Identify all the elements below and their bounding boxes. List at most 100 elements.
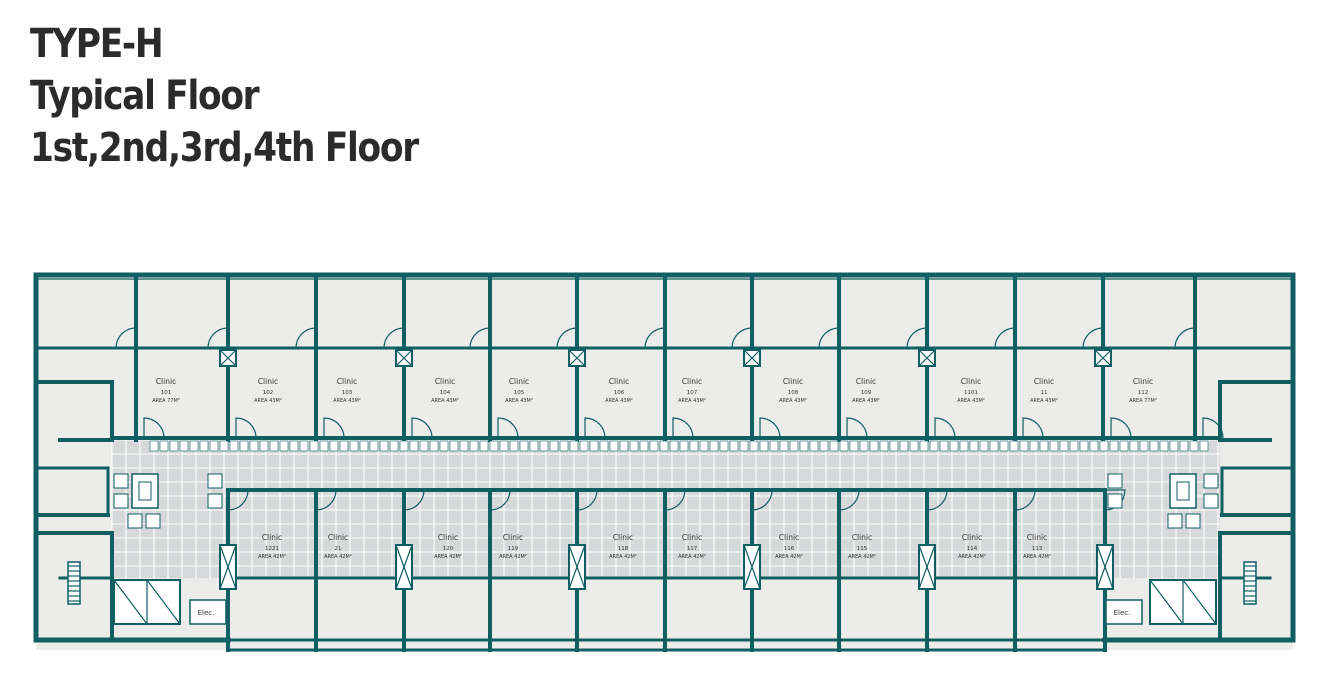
unit-number: 106: [614, 390, 625, 396]
corridor-window: [819, 440, 829, 452]
corridor-window: [789, 440, 799, 452]
corridor-window: [779, 440, 789, 452]
corridor-window: [519, 440, 529, 452]
shaft-cross: [568, 544, 586, 590]
unit-area: AREA 42M²: [499, 554, 527, 560]
door-swing: [838, 489, 860, 511]
unit-number: 114: [967, 546, 978, 552]
unit-name: Clinic: [258, 377, 278, 386]
unit-area: AREA 43M²: [254, 398, 282, 404]
unit-number: 21: [335, 546, 342, 552]
corridor-window: [1079, 440, 1089, 452]
corridor-window: [229, 440, 239, 452]
unit-area: AREA 43M²: [678, 398, 706, 404]
unit-area: AREA 77M²: [152, 398, 180, 404]
door-swing: [411, 417, 433, 439]
corridor-window: [909, 440, 919, 452]
unit-name: Clinic: [682, 377, 702, 386]
door-swing: [906, 327, 928, 349]
corridor-window: [839, 440, 849, 452]
unit-number: 117: [687, 546, 698, 552]
unit-name: Clinic: [1133, 377, 1153, 386]
corridor-window: [489, 440, 499, 452]
staircase: [1243, 561, 1257, 605]
seat: [113, 473, 129, 489]
unit-number: 118: [618, 546, 629, 552]
corridor-window: [199, 440, 209, 452]
corridor-window: [829, 440, 839, 452]
corridor-window: [319, 440, 329, 452]
corridor-window: [749, 440, 759, 452]
lift-inner: [138, 481, 152, 501]
unit-number: 109: [861, 390, 872, 396]
door-swing: [323, 417, 345, 439]
corridor-window: [239, 440, 249, 452]
elevator-cross: [146, 579, 181, 625]
corridor-window: [689, 440, 699, 452]
corridor-window: [1119, 440, 1129, 452]
corridor-window: [1189, 440, 1199, 452]
corridor-window: [1019, 440, 1029, 452]
corridor-window: [289, 440, 299, 452]
unit-number: 105: [514, 390, 525, 396]
elec-label: Elec.: [1114, 609, 1131, 617]
seat: [113, 493, 129, 509]
door-swing: [489, 489, 511, 511]
corridor-window: [449, 440, 459, 452]
corridor-window: [479, 440, 489, 452]
door-swing: [664, 489, 686, 511]
door-swing: [1022, 417, 1044, 439]
shaft-cross: [395, 349, 413, 367]
unit-area: AREA 77M²: [1129, 398, 1157, 404]
corridor-window: [309, 440, 319, 452]
electrical-room-right: [1105, 599, 1143, 625]
unit-number: 116: [784, 546, 795, 552]
corridor-window: [329, 440, 339, 452]
corridor-window: [1149, 440, 1159, 452]
unit-number: 11: [1041, 390, 1048, 396]
corridor-window: [389, 440, 399, 452]
corridor-window: [439, 440, 449, 452]
shaft-cross: [395, 544, 413, 590]
corridor-window: [1129, 440, 1139, 452]
corridor-window: [349, 440, 359, 452]
unit-name: Clinic: [435, 377, 455, 386]
corridor-window: [299, 440, 309, 452]
corridor-window: [979, 440, 989, 452]
unit-number: 104: [440, 390, 451, 396]
door-swing: [644, 327, 666, 349]
unit-number: 115: [857, 546, 868, 552]
unit-area: AREA 43M²: [431, 398, 459, 404]
unit-area: AREA 42M²: [434, 554, 462, 560]
door-swing: [576, 489, 598, 511]
corridor-window: [899, 440, 909, 452]
corridor-window: [179, 440, 189, 452]
seat: [127, 513, 143, 529]
unit-name: Clinic: [337, 377, 357, 386]
corridor-window: [369, 440, 379, 452]
unit-area: AREA 42M²: [258, 554, 286, 560]
unit-name: Clinic: [1027, 533, 1047, 542]
lift-inner: [1176, 481, 1190, 501]
corridor-window: [809, 440, 819, 452]
corridor-window: [949, 440, 959, 452]
corridor-window: [939, 440, 949, 452]
title-floors: 1st,2nd,3rd,4th Floor: [30, 125, 419, 171]
corridor-window: [629, 440, 639, 452]
electrical-room-left: [189, 599, 227, 625]
unit-area: AREA 43M²: [957, 398, 985, 404]
staircase: [67, 561, 81, 605]
